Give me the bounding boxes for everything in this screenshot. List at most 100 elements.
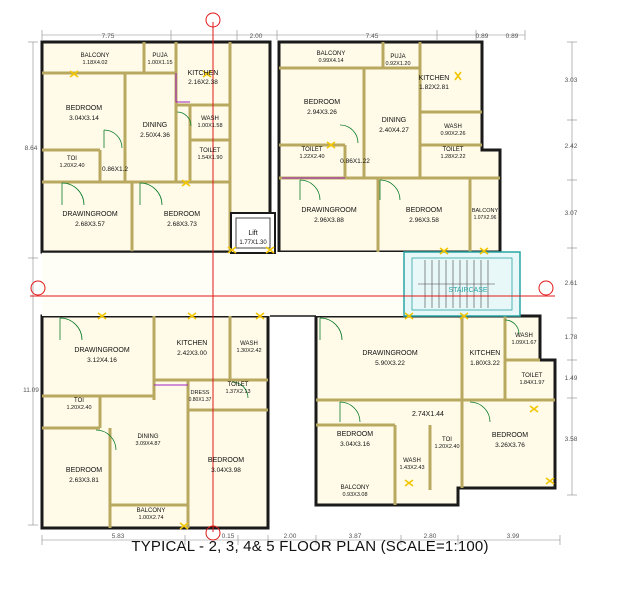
room-size: 1.54X1.90 [197,155,222,161]
room-size: 0.93X3.08 [342,492,367,498]
room-label: BEDROOM [66,467,102,474]
room-size: 1.22X2.40 [299,154,324,160]
room-size: 3.09X4.87 [135,441,160,447]
room-size: 3.04X3.16 [340,441,370,448]
room-size: 2.42X3.00 [177,350,207,357]
dim-left-1: 8.64 [25,145,38,152]
dim-bottom-4: 3.87 [349,533,362,540]
room-size: 1.28X2.22 [440,154,465,160]
room-size: 0.92X1.20 [385,61,410,67]
room-label: BEDROOM [492,432,528,439]
room-label: TOI [442,437,452,443]
dim-right-1: 3.03 [565,77,578,84]
room-size: 2.68X3.73 [167,221,197,228]
room-size: 2.74X1.44 [412,411,444,418]
room-size: 0.99X4.14 [318,58,343,64]
room-label: TOI [67,156,77,162]
room-size: 1.37X2.13 [225,389,250,395]
room-label: TOI [74,398,84,404]
room-size: 1.18X4.02 [82,60,107,66]
room-size: 1.20X2.40 [59,163,84,169]
room-labels: BALCONY 1.18X4.02 PUJA 1.00X1.15 KITCHEN… [59,51,544,521]
dim-bottom-1: 5.83 [112,533,125,540]
room-label: BEDROOM [406,207,442,214]
room-size: 0.86X1.22 [340,158,370,165]
room-label: TOILET [200,148,221,154]
dim-left-2: 11.09 [23,387,39,394]
room-size: 1.20X2.40 [434,444,459,450]
room-label: DRAWINGROOM [362,350,418,357]
doors [59,111,520,451]
room-label: BEDROOM [164,211,200,218]
room-label: BALCONY [137,508,166,514]
dim-right-4: 2.61 [565,280,578,287]
room-size: 2.94X3.26 [307,109,337,116]
dim-top-2: 2.00 [250,33,263,40]
room-size: 2.96X3.58 [409,217,439,224]
room-label: DRAWINGROOM [301,207,357,214]
room-label: PUJA [390,54,405,60]
room-label: DINING [382,117,407,124]
room-label: DRAWINGROOM [74,347,130,354]
room-size: 3.26X3.76 [495,442,525,449]
room-size: 1.80X3.22 [470,360,500,367]
room-label: BALCONY [81,53,110,59]
room-label: BEDROOM [304,99,340,106]
room-size: 0.80X1.37 [189,397,212,403]
unit-se [314,314,557,507]
room-label: KITCHEN [188,70,219,77]
room-size: 5.90X3.22 [375,360,405,367]
room-label: WASH [515,333,533,339]
room-size: 1.43X2.43 [399,465,424,471]
room-label: BALCONY [341,485,370,491]
dim-top-4: 0.89 [476,33,489,40]
room-label: BEDROOM [66,105,102,112]
room-size: 3.04X3.14 [69,115,99,122]
dimension-labels: 7.75 2.00 7.45 0.89 0.89 5.83 0.15 2.00 … [23,33,578,540]
center-lines [30,12,555,541]
room-size: 2.16X2.38 [188,79,218,86]
room-label: BEDROOM [337,431,373,438]
dim-right-3: 3.07 [565,210,578,217]
room-label: WASH [201,116,219,122]
room-label: KITCHEN [419,75,450,82]
room-size: 1.30X2.42 [236,348,261,354]
room-label: DRAWINGROOM [62,211,118,218]
dim-right-5: 1.78 [565,334,578,341]
room-size: 1.82X2.81 [419,84,449,91]
window-markers [69,70,555,530]
room-label: DRESS [191,390,210,396]
dim-top-1: 7.75 [102,33,115,40]
room-label: BALCONY [472,208,499,214]
unit-sw [40,314,270,530]
corridor [42,251,404,317]
room-size: 2.68X3.57 [75,221,105,228]
room-size: 0.86X1.2 [102,166,128,173]
room-size: 1.00X1.58 [197,123,222,129]
room-size: 2.40X4.27 [379,127,409,134]
dim-right-7: 3.58 [565,436,578,443]
floor-plan-caption: TYPICAL - 2, 3, 4& 5 FLOOR PLAN (SCALE=1… [131,538,489,555]
dim-bottom-5: 2.80 [424,533,437,540]
dim-right-6: 1.49 [565,375,578,382]
room-label: PUJA [152,53,167,59]
dim-top-5: 0.89 [506,33,519,40]
lift-size: 1.77X1.30 [239,240,267,246]
room-size: 1.00X1.15 [147,60,172,66]
staircase-label: STAIRCASE [448,287,487,294]
staircase [403,251,521,317]
dim-bottom-2: 0.15 [222,533,235,540]
room-size: 1.09X1.67 [511,340,536,346]
room-size: 2.50X4.36 [140,132,170,139]
room-label: KITCHEN [177,340,208,347]
room-label: BEDROOM [208,457,244,464]
room-label: WASH [240,341,258,347]
room-label: WASH [444,124,462,130]
room-size: 1.07X2.96 [474,215,497,221]
room-size: 2.63X3.81 [69,477,99,484]
room-size: 1.00X2.74 [138,515,163,521]
room-size: 0.90X2.26 [440,131,465,137]
dim-top-3: 7.45 [366,33,379,40]
room-label: WASH [403,458,421,464]
dim-bottom-3: 2.00 [284,533,297,540]
